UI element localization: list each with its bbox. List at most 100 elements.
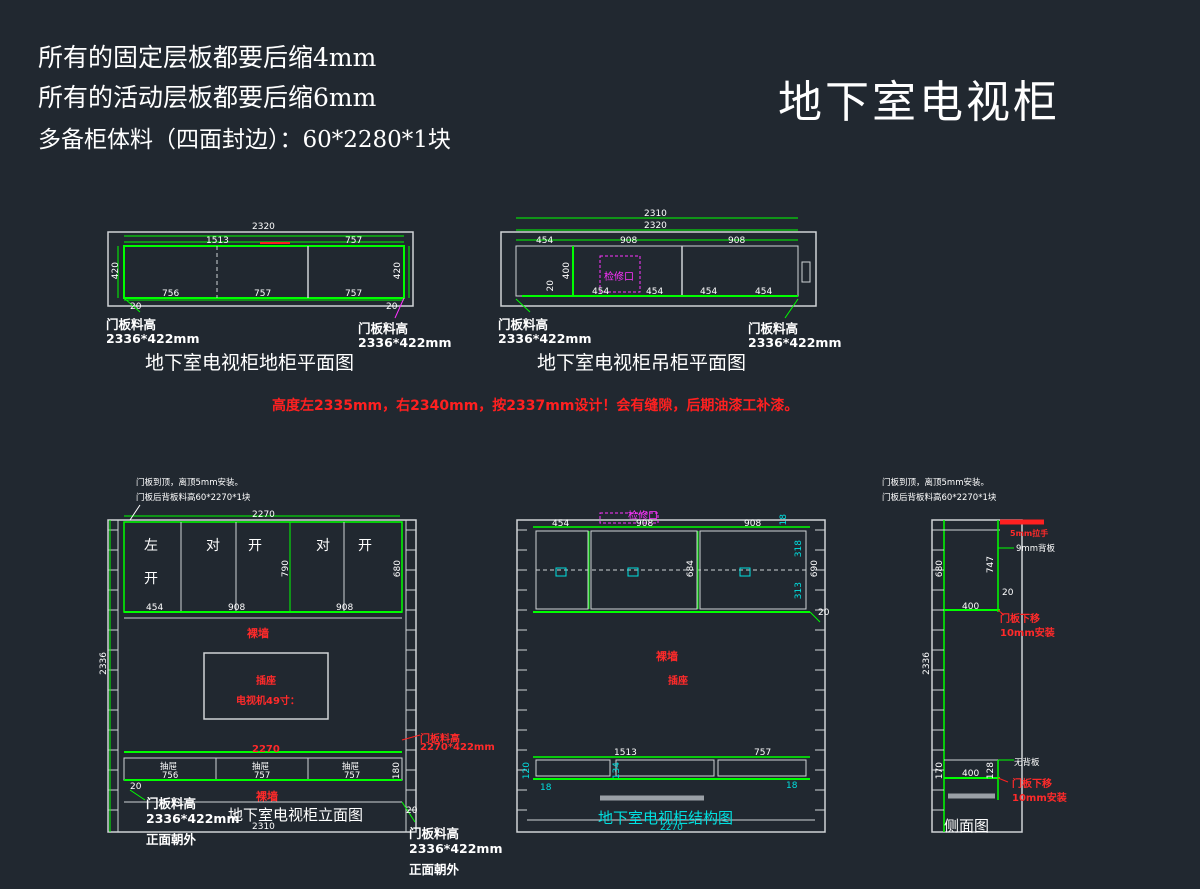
side-door-shift-1b: 10mm安装 [1000, 628, 1055, 639]
dim-struct-18b: 18 [540, 783, 552, 793]
plan-wall-door-label-left: 门板料高 [498, 317, 549, 332]
dim-floor-20b: 20 [386, 302, 398, 312]
elevation-tv-label: 电视机49寸： [236, 696, 300, 707]
door-pair2-b: 开 [358, 538, 372, 554]
elevation-door-right-label: 门板料高 [420, 734, 460, 745]
dim-wall-2320: 2320 [644, 221, 667, 231]
elevation-bare-wall: 裸墙 [247, 627, 269, 640]
plan-floor-door-size-left: 2336*422mm [106, 331, 200, 346]
dim-elev-757b: 757 [344, 771, 361, 781]
side-caption: 侧面图 [944, 817, 990, 835]
drawer-1: 抽屉 [160, 762, 178, 772]
dim-elev-180: 180 [392, 762, 402, 780]
plan-floor-drawing [107, 231, 414, 319]
plan-floor-caption: 地下室电视柜地柜平面图 [145, 352, 355, 374]
elevation-door-br-note: 正面朝外 [409, 862, 460, 877]
elevation-drawing [107, 504, 421, 833]
plan-wall-door-label-right: 门板料高 [748, 321, 799, 336]
drawing-title: 地下室电视柜 [778, 77, 1060, 128]
dim-elev-2310: 2310 [252, 822, 275, 832]
note-spare-material: 多备柜体料（四面封边）：60*2280*1块 [38, 127, 451, 153]
elevation-door-br-label: 门板料高 [409, 826, 460, 841]
dim-floor-1513: 1513 [206, 236, 229, 246]
dim-struct-757: 757 [754, 748, 772, 758]
elevation-door-bl-label: 门板料高 [146, 796, 197, 811]
dim-floor-total: 2320 [252, 222, 275, 232]
dim-elev-908b: 908 [336, 603, 354, 613]
dim-wall-b454d: 454 [755, 287, 773, 297]
note-movable-shelves: 所有的活动层板都要后缩6mm [38, 83, 377, 112]
dim-struct-690: 690 [810, 560, 820, 578]
dim-floor-757: 757 [345, 236, 363, 246]
plan-wall-door-size-right: 2336*422mm [748, 335, 842, 350]
dim-side-747: 747 [986, 556, 996, 574]
elevation-bare-wall-2: 裸墙 [256, 790, 278, 803]
dim-wall-b454c: 454 [700, 287, 718, 297]
dim-side-170: 170 [935, 762, 945, 780]
dim-side-20: 20 [1002, 588, 1014, 598]
side-top-note-1: 门板到顶，离顶5mm安装。 [882, 478, 989, 488]
dim-wall-2310: 2310 [644, 209, 667, 219]
elevation-door-bl-size: 2336*422mm [146, 811, 240, 826]
plan-wall-drawing [500, 217, 817, 319]
dim-struct-18c: 18 [786, 781, 798, 791]
note-fixed-shelves: 所有的固定层板都要后缩4mm [38, 43, 377, 72]
dim-wall-20: 20 [546, 280, 556, 292]
elevation-door-right-size: 2270*422mm [420, 742, 495, 753]
structure-caption: 地下室电视柜结构图 [598, 809, 734, 827]
plan-floor-door-label-left: 门板料高 [106, 317, 157, 332]
dim-struct-1513: 1513 [614, 748, 637, 758]
dim-floor-20a: 20 [130, 302, 142, 312]
side-no-back-label: 无背板 [1014, 758, 1040, 768]
dim-struct-120: 120 [522, 762, 532, 780]
dim-elev-20a: 20 [130, 782, 142, 792]
dim-side-400a: 400 [962, 602, 980, 612]
structure-drawing [516, 512, 826, 833]
plan-floor-door-label-right: 门板料高 [358, 321, 409, 336]
dim-struct-20: 20 [818, 608, 830, 618]
door-left-open: 开 [144, 571, 158, 587]
dim-elev-20b: 20 [406, 806, 418, 816]
dim-elev-454: 454 [146, 603, 164, 613]
door-left: 左 [144, 538, 158, 554]
dim-struct-908a: 908 [636, 519, 654, 529]
elevation-top-note-2: 门板后背板料高60*2270*1块 [136, 493, 251, 503]
dim-elev-757a: 757 [254, 771, 271, 781]
dim-floor-depth-right: 420 [393, 262, 403, 280]
height-warning: 高度左2335mm，右2340mm，按2337mm设计！会有缝隙，后期油漆工补漆… [272, 398, 799, 414]
side-door-shift-2b: 10mm安装 [1012, 793, 1067, 804]
elevation-caption: 地下室电视柜立面图 [228, 806, 364, 824]
side-door-shift-2: 门板下移 [1012, 779, 1052, 790]
dim-struct-18a: 18 [779, 514, 789, 526]
dim-elev-908a: 908 [228, 603, 246, 613]
dim-elev-2270: 2270 [252, 510, 275, 520]
dim-wall-b454b: 454 [646, 287, 664, 297]
door-pair1-a: 对 [206, 538, 220, 554]
dim-struct-908b: 908 [744, 519, 762, 529]
elevation-top-note-1: 门板到顶，离顶5mm安装。 [136, 478, 243, 488]
side-top-note-2: 门板后背板料高60*2270*1块 [882, 493, 997, 503]
dim-side-128: 128 [986, 762, 996, 780]
dim-struct-454: 454 [552, 519, 570, 529]
dim-floor-757c: 757 [345, 289, 363, 299]
dim-floor-756: 756 [162, 289, 180, 299]
dim-elev-756: 756 [162, 771, 179, 781]
dim-elev-2336: 2336 [99, 652, 109, 675]
plan-wall-door-size-left: 2336*422mm [498, 331, 592, 346]
dim-floor-757b: 757 [254, 289, 272, 299]
dim-floor-depth: 420 [111, 262, 121, 280]
dim-wall-908b: 908 [728, 236, 746, 246]
dim-wall-454: 454 [536, 236, 554, 246]
door-pair1-b: 开 [248, 538, 262, 554]
side-view-drawing [931, 519, 1044, 833]
dim-struct-318: 318 [794, 540, 804, 558]
dim-struct-2270: 2270 [660, 823, 683, 833]
side-back-panel-label: 9mm背板 [1016, 544, 1055, 554]
dim-struct-684: 684 [686, 560, 696, 578]
side-door-shift-1: 门板下移 [1000, 614, 1040, 625]
dim-side-2336: 2336 [922, 652, 932, 675]
dim-wall-b454a: 454 [592, 287, 610, 297]
dim-elev-680: 680 [393, 560, 403, 578]
drawer-2: 抽屉 [252, 762, 270, 772]
